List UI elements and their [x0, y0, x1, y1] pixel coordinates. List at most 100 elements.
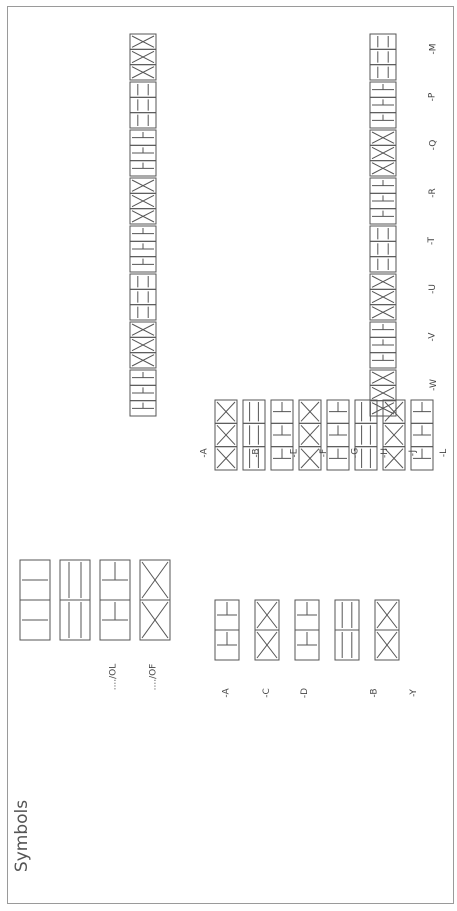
valve-left-1-pos-1 — [254, 629, 280, 661]
valve-left-4-pos-1 — [374, 629, 400, 661]
valve-right-narrow-5-cross-b-1 — [371, 290, 395, 304]
valve-middle-6-cross-b-2 — [384, 448, 404, 469]
valve-right-wide-3-cross-b-0 — [131, 179, 155, 192]
label-left-2: -D — [300, 687, 311, 699]
label-right-0: -M — [428, 43, 439, 55]
label-left-1: -C — [261, 688, 272, 698]
valve-right-wide-2-pos-2 — [129, 160, 157, 177]
valve-middle-3-cross-b-2 — [300, 448, 320, 469]
label-middle-0: -A — [199, 448, 210, 458]
valve-middle-3-cross-b-1 — [300, 424, 320, 446]
valve-middle-3-pos-2 — [298, 446, 322, 471]
valve-right-wide-7-pos-2 — [129, 400, 157, 417]
valve-right-wide-6-cross-b-1 — [131, 338, 155, 352]
valve-right-narrow-3-pos-2 — [369, 208, 397, 225]
valve-right-narrow-4-pos-1 — [369, 240, 397, 258]
valve-middle-0-cross-b-0 — [216, 401, 236, 422]
valve-right-wide-6-cross-b-0 — [131, 323, 155, 336]
label-middle-2: -E — [289, 448, 300, 458]
valve-middle-5-pos-1 — [354, 422, 378, 448]
label-middle-1: -B — [251, 448, 262, 458]
label-middle-6: -J — [408, 449, 419, 457]
valve-middle-2-pos-2 — [270, 446, 294, 471]
label-right-5: -U — [427, 284, 438, 294]
valve-left-2-pos-1 — [294, 629, 320, 661]
valve-right-narrow-0-pos-2 — [369, 64, 397, 81]
valve-left-3-pos-1 — [334, 629, 360, 661]
valve-right-wide-0-cross-b-0 — [131, 35, 155, 48]
valve-right-wide-1-pos-0 — [129, 81, 157, 98]
valve-right-narrow-0-pos-1 — [369, 48, 397, 66]
label-right-2: -Q — [428, 139, 439, 151]
valve-middle-1-pos-1 — [242, 422, 266, 448]
valve-right-wide-0-pos-2 — [129, 64, 157, 81]
valve-topleft-0-pos-1 — [19, 599, 51, 641]
label-suffix-ol: ..../OL — [108, 663, 119, 691]
valve-middle-6-cross-b-1 — [384, 424, 404, 446]
valve-middle-6-pos-2 — [382, 446, 406, 471]
valve-middle-6-cross-b-0 — [384, 401, 404, 422]
label-left-3: -B — [369, 688, 380, 698]
valve-right-narrow-5-pos-2 — [369, 304, 397, 321]
valve-left-3-pos-0 — [334, 599, 360, 631]
valve-right-narrow-6-pos-2 — [369, 352, 397, 369]
valve-topleft-3-pos-1 — [139, 599, 171, 641]
valve-middle-1-pos-0 — [242, 399, 266, 424]
label-middle-7: -L — [439, 448, 450, 458]
valve-right-narrow-7-cross-b-0 — [371, 371, 395, 384]
valve-right-narrow-2-cross-b-0 — [371, 131, 395, 144]
valve-right-wide-5-pos-0 — [129, 273, 157, 290]
valve-right-wide-5-pos-1 — [129, 288, 157, 306]
valve-right-narrow-7-cross-b-1 — [371, 386, 395, 400]
valve-topleft-2-pos-1 — [99, 599, 131, 641]
label-middle-3: -F — [319, 448, 330, 458]
valve-middle-4-pos-2 — [326, 446, 350, 471]
valve-middle-5-pos-2 — [354, 446, 378, 471]
sheet-border — [7, 6, 454, 904]
label-right-3: -R — [427, 188, 438, 198]
valve-left-1-cross-b-1 — [256, 631, 278, 659]
valve-right-wide-0-cross-b-1 — [131, 50, 155, 64]
valve-right-wide-5-pos-2 — [129, 304, 157, 321]
valve-left-4-cross-b-1 — [376, 631, 398, 659]
valve-right-wide-3-cross-b-1 — [131, 194, 155, 208]
valve-right-wide-4-pos-2 — [129, 256, 157, 273]
label-right-7: -W — [428, 379, 439, 391]
valve-right-wide-1-pos-2 — [129, 112, 157, 129]
valve-middle-0-cross-b-1 — [216, 424, 236, 446]
valve-topleft-3-cross-b-1 — [141, 601, 169, 639]
label-suffix-of: ..../OF — [148, 663, 159, 691]
valve-right-wide-6-pos-2 — [129, 352, 157, 369]
valve-middle-0-cross-b-2 — [216, 448, 236, 469]
valve-right-narrow-5-cross-b-0 — [371, 275, 395, 288]
label-middle-5: -H — [380, 447, 391, 459]
valve-right-narrow-2-pos-2 — [369, 160, 397, 177]
valve-topleft-1-pos-1 — [59, 599, 91, 641]
valve-middle-1-pos-2 — [242, 446, 266, 471]
label-middle-4: -G — [350, 447, 361, 459]
valve-middle-0-pos-2 — [214, 446, 238, 471]
valve-middle-3-cross-b-0 — [300, 401, 320, 422]
label-left-0: -A — [221, 688, 232, 698]
valve-right-narrow-5-cross-b-2 — [371, 306, 395, 319]
valve-right-wide-6-cross-b-2 — [131, 354, 155, 367]
valve-right-narrow-4-pos-2 — [369, 256, 397, 273]
valve-right-wide-0-cross-b-2 — [131, 66, 155, 79]
valve-right-narrow-2-cross-b-1 — [371, 146, 395, 160]
valve-right-narrow-1-pos-2 — [369, 112, 397, 129]
label-right-4: -T — [426, 237, 437, 245]
valve-right-wide-3-cross-b-2 — [131, 210, 155, 223]
valve-right-wide-1-pos-1 — [129, 96, 157, 114]
label-right-6: -V — [427, 332, 438, 342]
valve-left-0-pos-1 — [214, 629, 240, 661]
label-right-1: -P — [427, 92, 438, 102]
valve-right-narrow-4-pos-0 — [369, 225, 397, 242]
valve-right-narrow-0-pos-0 — [369, 33, 397, 50]
valve-topleft-1-pos-0 — [59, 559, 91, 601]
valve-topleft-3-cross-b-0 — [141, 561, 169, 599]
valve-middle-7-pos-2 — [410, 446, 434, 471]
valve-right-narrow-2-cross-b-2 — [371, 162, 395, 175]
valve-right-wide-3-pos-2 — [129, 208, 157, 225]
